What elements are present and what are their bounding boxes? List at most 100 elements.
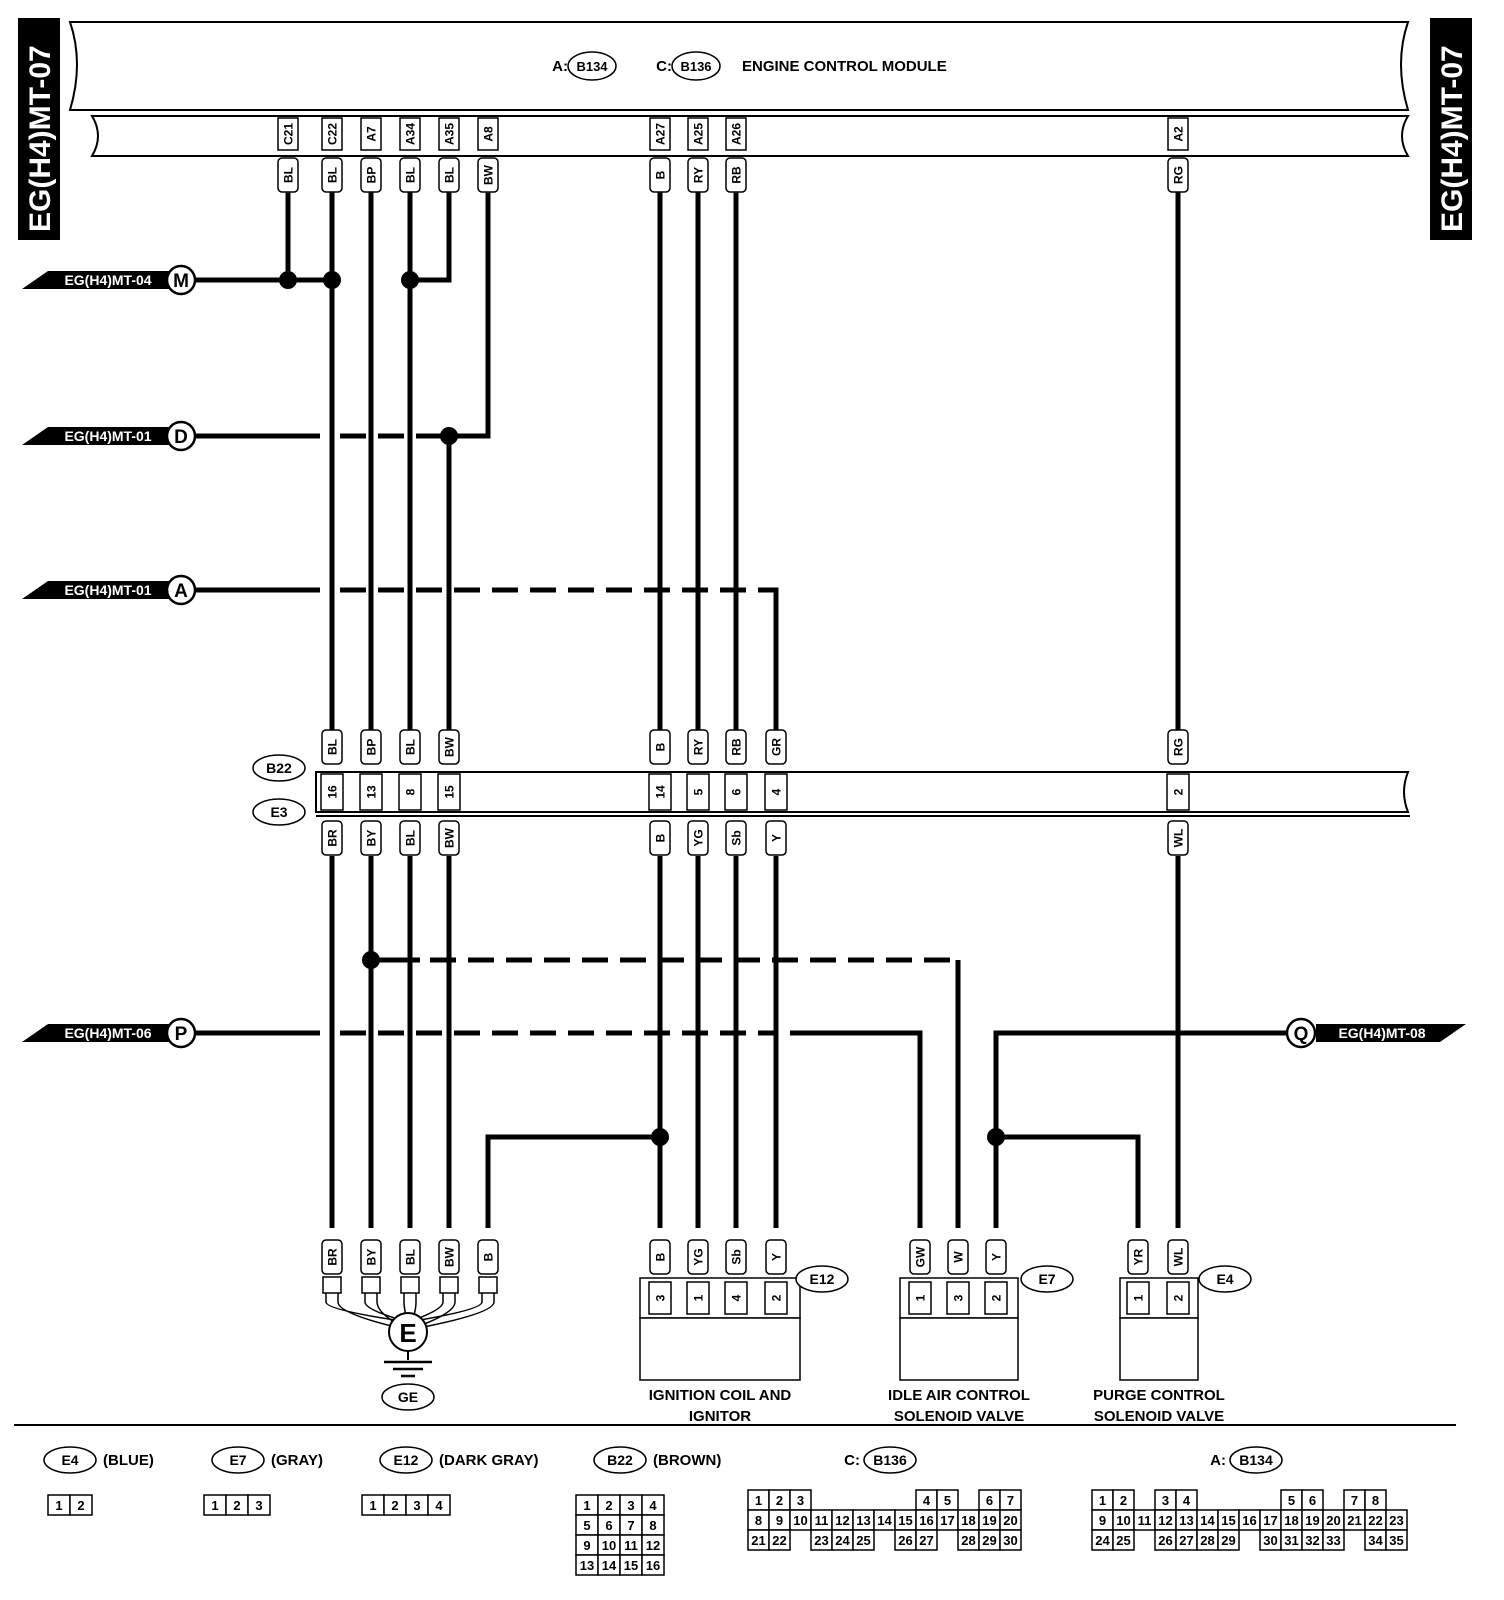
- junction-pin-5: 5: [686, 773, 710, 811]
- svg-text:SOLENOID VALVE: SOLENOID VALVE: [1094, 1408, 1224, 1425]
- svg-text:27: 27: [1179, 1533, 1193, 1548]
- svg-text:A26: A26: [730, 123, 744, 145]
- ecm-pin-a25: A25: [687, 117, 709, 151]
- svg-text:8: 8: [1372, 1493, 1379, 1508]
- svg-text:1: 1: [755, 1493, 762, 1508]
- svg-text:BL: BL: [326, 167, 340, 183]
- svg-text:4: 4: [1183, 1493, 1191, 1508]
- page-code-right-text: EG(H4)MT-07: [1436, 45, 1469, 232]
- svg-text:A25: A25: [692, 123, 706, 145]
- svg-text:Y: Y: [990, 1253, 1004, 1261]
- svg-text:D: D: [174, 427, 188, 448]
- svg-text:2: 2: [605, 1498, 612, 1513]
- svg-text:A8: A8: [482, 126, 496, 142]
- svg-text:16: 16: [646, 1558, 660, 1573]
- wire-junction-dot: [279, 271, 297, 289]
- svg-text:2: 2: [391, 1498, 398, 1513]
- ecm-wire-label-a7: BP: [360, 157, 382, 193]
- svg-text:23: 23: [1389, 1513, 1403, 1528]
- svg-text:12: 12: [646, 1538, 660, 1553]
- svg-text:BL: BL: [443, 167, 457, 183]
- svg-text:15: 15: [898, 1513, 912, 1528]
- svg-text:19: 19: [982, 1513, 996, 1528]
- ground-letter: E: [399, 1318, 416, 1348]
- svg-text:EG(H4)MT-04: EG(H4)MT-04: [64, 272, 151, 288]
- svg-text:P: P: [175, 1024, 188, 1045]
- svg-text:PURGE CONTROL: PURGE CONTROL: [1093, 1387, 1225, 1404]
- svg-text:6: 6: [1309, 1493, 1316, 1508]
- svg-text:13: 13: [580, 1558, 594, 1573]
- ground-wire-label-3: BW: [438, 1239, 460, 1275]
- svg-text:14: 14: [602, 1558, 617, 1573]
- svg-text:11: 11: [815, 1513, 829, 1528]
- svg-text:GR: GR: [770, 738, 784, 756]
- ecm-pin-c21: C21: [277, 117, 299, 151]
- svg-text:YG: YG: [692, 1248, 706, 1265]
- svg-text:28: 28: [1200, 1533, 1214, 1548]
- svg-text:13: 13: [1179, 1513, 1193, 1528]
- junction-top-wire-4: GR: [765, 729, 787, 765]
- svg-text:(GRAY): (GRAY): [271, 1452, 323, 1469]
- svg-text:RB: RB: [730, 738, 744, 756]
- ref-p[interactable]: EG(H4)MT-06 P: [22, 1017, 197, 1049]
- ground-wire-label-2: BL: [399, 1239, 421, 1275]
- svg-text:14: 14: [654, 785, 668, 799]
- ecm-pin-a26: A26: [725, 117, 747, 151]
- svg-text:31: 31: [1284, 1533, 1298, 1548]
- svg-text:E12: E12: [394, 1452, 419, 1468]
- ref-d[interactable]: EG(H4)MT-01 D: [22, 420, 197, 452]
- svg-text:BP: BP: [365, 167, 379, 184]
- svg-text:4: 4: [770, 788, 784, 795]
- junction-label-upper: B22: [252, 754, 306, 782]
- wire-junction-dot: [987, 1128, 1005, 1146]
- svg-text:2: 2: [770, 1294, 784, 1301]
- junction-label-lower: E3: [252, 798, 306, 826]
- svg-text:28: 28: [961, 1533, 975, 1548]
- junction-pin-15: 15: [437, 773, 461, 811]
- junction-bottom-wire-2: WL: [1167, 820, 1189, 856]
- svg-text:29: 29: [1221, 1533, 1235, 1548]
- svg-text:A:: A:: [1210, 1452, 1226, 1469]
- svg-text:(DARK GRAY): (DARK GRAY): [439, 1452, 538, 1469]
- svg-text:15: 15: [1221, 1513, 1235, 1528]
- component-e12-wire-0: B: [649, 1239, 671, 1275]
- svg-text:RG: RG: [1172, 738, 1186, 756]
- svg-text:GW: GW: [914, 1246, 928, 1267]
- svg-text:6: 6: [986, 1493, 993, 1508]
- wire-junction-dot: [440, 427, 458, 445]
- svg-text:BW: BW: [443, 1246, 457, 1267]
- junction-bottom-wire-16: BR: [321, 820, 343, 856]
- svg-text:3: 3: [255, 1498, 262, 1513]
- wire-b-ground: [485, 1134, 660, 1228]
- svg-text:B136: B136: [873, 1452, 907, 1468]
- svg-text:EG(H4)MT-01: EG(H4)MT-01: [64, 428, 151, 444]
- svg-text:2: 2: [776, 1493, 783, 1508]
- svg-text:6: 6: [605, 1518, 612, 1533]
- wire-junction-dot: [323, 271, 341, 289]
- ref-q[interactable]: EG(H4)MT-08Q: [1285, 1017, 1466, 1049]
- svg-text:18: 18: [1284, 1513, 1298, 1528]
- svg-text:21: 21: [1347, 1513, 1361, 1528]
- component-e4-wire-0: YR: [1127, 1239, 1149, 1275]
- svg-text:8: 8: [755, 1513, 762, 1528]
- ecm-conn-c: B136: [680, 59, 711, 74]
- ground-terminal: [322, 1276, 342, 1294]
- svg-text:12: 12: [1158, 1513, 1172, 1528]
- svg-text:2: 2: [77, 1498, 84, 1513]
- svg-text:A35: A35: [443, 123, 457, 145]
- svg-text:26: 26: [898, 1533, 912, 1548]
- wire-by-branch-dashed: [430, 957, 961, 1228]
- junction-bottom-wire-15: BW: [438, 820, 460, 856]
- svg-text:2: 2: [1172, 1294, 1186, 1301]
- svg-text:EG(H4)MT-06: EG(H4)MT-06: [64, 1025, 151, 1041]
- component-e7-wire-2: Y: [985, 1239, 1007, 1275]
- svg-text:B134: B134: [1239, 1452, 1273, 1468]
- svg-text:(BROWN): (BROWN): [653, 1452, 721, 1469]
- svg-text:15: 15: [624, 1558, 638, 1573]
- svg-text:2: 2: [1172, 788, 1186, 795]
